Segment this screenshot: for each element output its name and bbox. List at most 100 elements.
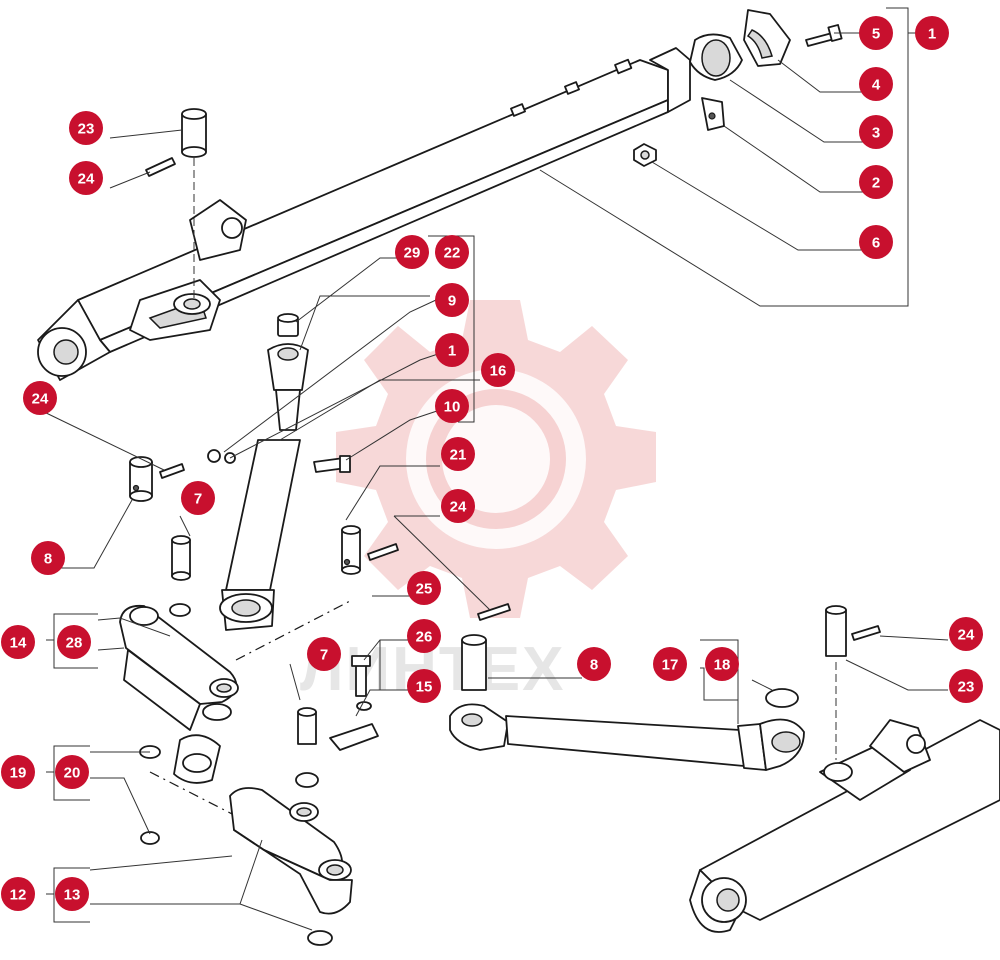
callout-badge bbox=[949, 617, 983, 651]
callout-label: 8 bbox=[590, 657, 598, 674]
pin-24-left bbox=[159, 463, 185, 479]
callout-badge bbox=[1, 877, 35, 911]
callout-label: 19 bbox=[10, 765, 27, 782]
callout-label: 14 bbox=[10, 635, 27, 652]
callout-badge bbox=[435, 389, 469, 423]
callout-badge bbox=[1, 755, 35, 789]
callout-label: 24 bbox=[450, 499, 467, 516]
callout-label: 28 bbox=[66, 635, 83, 652]
callout-label: 1 bbox=[928, 26, 936, 43]
callout-badge bbox=[395, 235, 429, 269]
callout-badge bbox=[181, 481, 215, 515]
pin-21 bbox=[341, 525, 361, 575]
turnbuckle-rod bbox=[449, 634, 805, 771]
callout-c26: 26 bbox=[407, 619, 441, 653]
callout-badge bbox=[441, 437, 475, 471]
callout-badge bbox=[441, 489, 475, 523]
callout-c24c: 24 bbox=[441, 489, 475, 523]
callout-label: 18 bbox=[714, 657, 731, 674]
callout-label: 25 bbox=[416, 581, 433, 598]
callout-badge bbox=[307, 637, 341, 671]
callout-c23b: 23 bbox=[949, 669, 983, 703]
callout-badge bbox=[705, 647, 739, 681]
callout-badge bbox=[859, 225, 893, 259]
callout-badge bbox=[859, 67, 893, 101]
callout-c3: 3 bbox=[859, 115, 893, 149]
callout-badge bbox=[23, 381, 57, 415]
callout-badge bbox=[435, 283, 469, 317]
callout-badge bbox=[859, 16, 893, 50]
callout-badge bbox=[57, 625, 91, 659]
callout-badge bbox=[31, 541, 65, 575]
callout-c9: 9 bbox=[435, 283, 469, 317]
bracket-14 bbox=[119, 599, 353, 845]
callout-label: 13 bbox=[64, 887, 81, 904]
callout-c6: 6 bbox=[859, 225, 893, 259]
callout-c8b: 8 bbox=[577, 647, 611, 681]
callout-c5: 5 bbox=[859, 16, 893, 50]
callout-badge bbox=[407, 669, 441, 703]
callout-label: 24 bbox=[958, 627, 975, 644]
callout-c15: 15 bbox=[407, 669, 441, 703]
callout-badge bbox=[69, 161, 103, 195]
callout-label: 24 bbox=[78, 171, 95, 188]
callout-label: 29 bbox=[404, 245, 421, 262]
callout-c1a: 1 bbox=[915, 16, 949, 50]
callout-badge bbox=[55, 877, 89, 911]
top-link-cylinder bbox=[207, 313, 351, 631]
callout-c1b: 1 bbox=[435, 333, 469, 367]
pin-8-left bbox=[129, 456, 153, 502]
callout-c17: 17 bbox=[653, 647, 687, 681]
callout-badge bbox=[481, 353, 515, 387]
callout-badge bbox=[859, 165, 893, 199]
callout-badge bbox=[407, 571, 441, 605]
callout-label: 23 bbox=[958, 679, 975, 696]
lower-link-arm-bottom bbox=[689, 605, 1000, 933]
callout-c22: 22 bbox=[435, 235, 469, 269]
callout-c7a: 7 bbox=[181, 481, 215, 515]
callout-badge bbox=[435, 333, 469, 367]
callout-label: 24 bbox=[32, 391, 49, 408]
callout-badge bbox=[407, 619, 441, 653]
callout-c12: 12 bbox=[1, 877, 35, 911]
callout-label: 21 bbox=[450, 447, 467, 464]
callout-badge bbox=[915, 16, 949, 50]
callout-badge bbox=[55, 755, 89, 789]
lower-link-arm-top bbox=[37, 47, 691, 381]
callout-label: 9 bbox=[448, 293, 456, 310]
callout-label: 15 bbox=[416, 679, 433, 696]
callout-label: 5 bbox=[872, 26, 880, 43]
callout-c13: 13 bbox=[55, 877, 89, 911]
callout-c20: 20 bbox=[55, 755, 89, 789]
callout-label: 8 bbox=[44, 551, 52, 568]
callout-label: 22 bbox=[444, 245, 461, 262]
callout-c24d: 24 bbox=[949, 617, 983, 651]
callout-c7b: 7 bbox=[307, 637, 341, 671]
leader-lines bbox=[39, 7, 949, 931]
callout-c16: 16 bbox=[481, 353, 515, 387]
callout-badge bbox=[577, 647, 611, 681]
callout-label: 3 bbox=[872, 125, 880, 142]
callout-label: 7 bbox=[320, 647, 328, 664]
callout-label: 17 bbox=[662, 657, 679, 674]
pin-24-center bbox=[367, 543, 511, 621]
callout-c19: 19 bbox=[1, 755, 35, 789]
callout-c23a: 23 bbox=[69, 111, 103, 145]
callout-label: 12 bbox=[10, 887, 27, 904]
callout-c4: 4 bbox=[859, 67, 893, 101]
callout-badge bbox=[859, 115, 893, 149]
callout-label: 4 bbox=[872, 77, 881, 94]
callout-label: 7 bbox=[194, 491, 202, 508]
callout-c14: 14 bbox=[1, 625, 35, 659]
callout-badge bbox=[1, 625, 35, 659]
clamp-parts-top bbox=[633, 9, 843, 167]
callout-label: 1 bbox=[448, 343, 456, 360]
callout-c29: 29 bbox=[395, 235, 429, 269]
bracket-12 bbox=[229, 707, 353, 946]
callout-label: 20 bbox=[64, 765, 81, 782]
pin-7-left bbox=[171, 535, 191, 581]
callout-label: 10 bbox=[444, 399, 461, 416]
callout-badge bbox=[69, 111, 103, 145]
callout-c8a: 8 bbox=[31, 541, 65, 575]
